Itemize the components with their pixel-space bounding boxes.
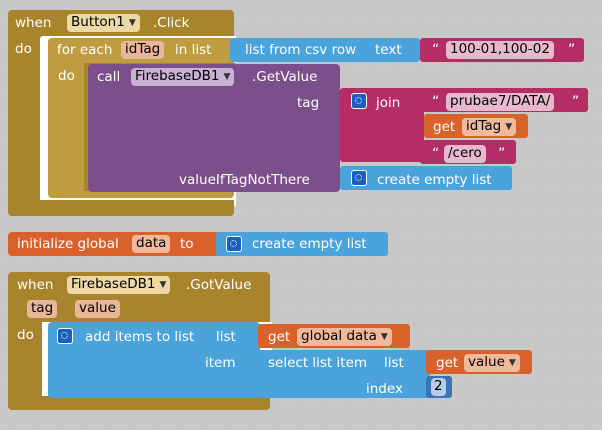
do-label: do bbox=[17, 327, 34, 343]
event-bottom-bar bbox=[8, 200, 234, 216]
button1-component-dropdown[interactable]: Button1▼ bbox=[67, 14, 140, 32]
csv-text-value[interactable]: 100-01,100-02 bbox=[446, 41, 554, 59]
get-value-dropdown[interactable]: value▼ bbox=[464, 354, 520, 372]
create-list-mutator-gear-icon[interactable] bbox=[226, 236, 242, 252]
param-value[interactable]: value bbox=[75, 300, 120, 318]
global-var-name-data[interactable]: data bbox=[132, 235, 171, 253]
get-global-data-dropdown[interactable]: global data▼ bbox=[297, 328, 392, 346]
list-from-csv-row-block[interactable] bbox=[230, 38, 420, 62]
firebasedb1-component-dropdown[interactable]: FirebaseDB1▼ bbox=[131, 68, 235, 86]
init-create-empty-list-block[interactable] bbox=[216, 232, 388, 256]
get-label: get bbox=[433, 119, 456, 135]
call-label: call bbox=[97, 69, 121, 85]
when-label: when bbox=[17, 277, 54, 293]
firebasedb1-component-dropdown[interactable]: FirebaseDB1▼ bbox=[67, 276, 171, 294]
click-event-label: .Click bbox=[153, 15, 190, 31]
for-each-do-label: do bbox=[58, 68, 75, 84]
param-tag[interactable]: tag bbox=[27, 300, 58, 318]
add-items-mutator-gear-icon[interactable] bbox=[57, 328, 73, 344]
select-list-socket-label: list bbox=[384, 355, 404, 371]
dropdown-arrow-icon: ▼ bbox=[508, 358, 516, 368]
open-quote-icon: “ bbox=[432, 94, 440, 110]
join-label: join bbox=[376, 95, 401, 111]
init-create-empty-list-label: create empty list bbox=[252, 236, 367, 252]
close-quote-icon: ” bbox=[568, 42, 576, 58]
to-label: to bbox=[180, 236, 194, 252]
list-socket-label: list bbox=[216, 329, 236, 345]
csv-text-label: text bbox=[375, 42, 402, 58]
dropdown-arrow-icon: ▼ bbox=[128, 18, 136, 28]
do-label: do bbox=[15, 41, 32, 57]
join-text-2-value[interactable]: /cero bbox=[444, 145, 486, 163]
join-mutator-gear-icon[interactable] bbox=[351, 93, 367, 109]
dropdown-arrow-icon: ▼ bbox=[505, 122, 513, 132]
create-empty-list-label: create empty list bbox=[377, 172, 492, 188]
close-quote-icon: ” bbox=[498, 146, 506, 162]
select-list-item-block[interactable] bbox=[258, 350, 430, 398]
get-label: get bbox=[268, 329, 291, 345]
dropdown-arrow-icon: ▼ bbox=[223, 72, 231, 82]
open-quote-icon: “ bbox=[432, 146, 440, 162]
close-quote-icon: ” bbox=[572, 94, 580, 110]
for-each-label: for each bbox=[57, 42, 113, 58]
get-idtag-dropdown[interactable]: idTag▼ bbox=[462, 118, 517, 136]
index-socket-label: index bbox=[366, 381, 403, 397]
open-quote-icon: “ bbox=[432, 42, 440, 58]
get-label: get bbox=[436, 355, 459, 371]
dropdown-arrow-icon: ▼ bbox=[380, 332, 388, 342]
add-items-to-list-block[interactable] bbox=[48, 322, 260, 398]
item-socket-label: item bbox=[205, 355, 236, 371]
join-text-1-value[interactable]: prubae7/DATA/ bbox=[446, 93, 555, 111]
add-items-label: add items to list bbox=[85, 329, 195, 345]
gotvalue-event-label: .GotValue bbox=[186, 277, 252, 293]
select-list-item-label: select list item bbox=[268, 355, 368, 371]
create-list-mutator-gear-icon[interactable] bbox=[351, 170, 367, 186]
getvalue-method-label: .GetValue bbox=[252, 69, 318, 85]
dropdown-arrow-icon: ▼ bbox=[159, 280, 167, 290]
loop-variable-idtag[interactable]: idTag bbox=[121, 41, 165, 59]
initialize-global-label: initialize global bbox=[17, 236, 119, 252]
list-from-csv-label: list from csv row bbox=[245, 42, 357, 58]
create-empty-list-block[interactable] bbox=[340, 166, 512, 190]
when-label: when bbox=[15, 15, 52, 31]
value-if-tag-not-there-label: valueIfTagNotThere bbox=[179, 172, 310, 188]
tag-socket-label: tag bbox=[297, 95, 320, 111]
in-list-label: in list bbox=[175, 42, 212, 58]
index-number-value[interactable]: 2 bbox=[431, 378, 446, 396]
initialize-global-block[interactable] bbox=[8, 232, 220, 256]
